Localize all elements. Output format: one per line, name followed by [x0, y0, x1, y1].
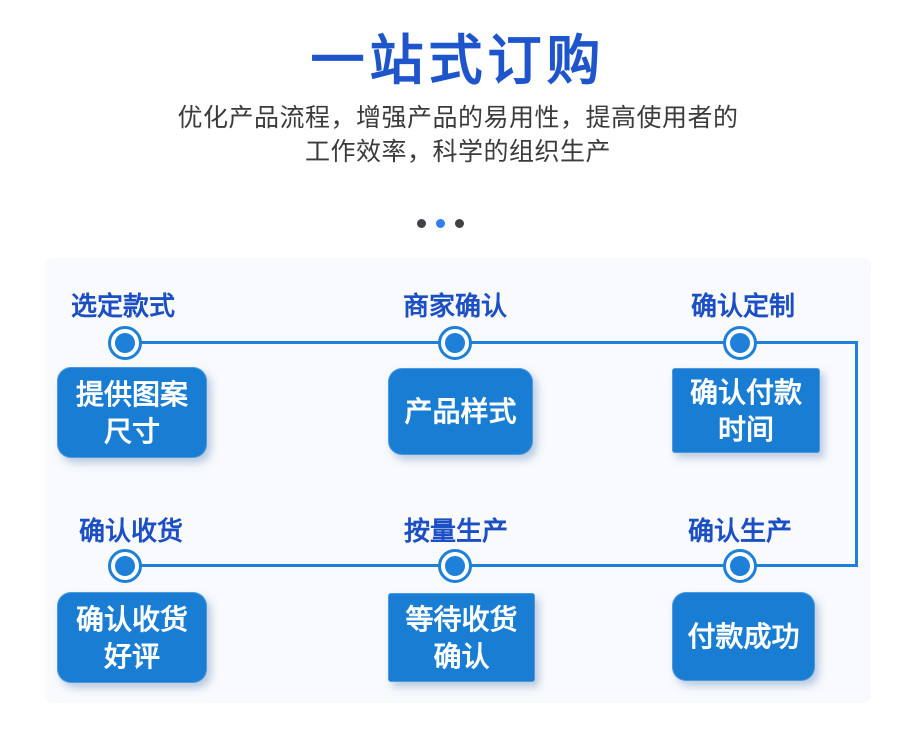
step-4-box: 确认收货 好评 [57, 592, 207, 683]
step-1-node-dot [115, 333, 135, 353]
step-4-node-dot [115, 556, 135, 576]
step-5-box: 等待收货 确认 [388, 593, 535, 682]
step-3-node-dot [730, 333, 750, 353]
separator-dot-icon [455, 219, 464, 228]
timeline-line-row2 [125, 564, 858, 567]
separator-dot-icon [417, 219, 426, 228]
timeline-line-row1 [125, 341, 858, 344]
step-6-timeline-node [723, 549, 757, 583]
step-4-label: 确认收货 [78, 516, 184, 546]
step-1-box: 提供图案 尺寸 [57, 367, 207, 458]
step-3-label: 确认定制 [690, 291, 796, 321]
step-5-label: 按量生产 [403, 516, 509, 546]
step-6-box: 付款成功 [672, 592, 815, 681]
page-subtitle: 优化产品流程，增强产品的易用性，提高使用者的 工作效率，科学的组织生产 [177, 104, 739, 166]
step-5-timeline-node [438, 549, 472, 583]
step-6-label: 确认生产 [687, 516, 793, 546]
step-2-timeline-node [438, 326, 472, 360]
step-2-node-dot [445, 333, 465, 353]
step-2-box: 产品样式 [388, 368, 533, 455]
step-1-label: 选定款式 [70, 291, 176, 321]
separator-dot-icon [436, 219, 445, 228]
step-2-label: 商家确认 [402, 291, 508, 321]
dots-separator [417, 219, 464, 228]
step-6-node-dot [730, 556, 750, 576]
step-1-timeline-node [108, 326, 142, 360]
step-4-timeline-node [108, 549, 142, 583]
timeline-corner-line [855, 341, 858, 567]
step-5-node-dot [445, 556, 465, 576]
page-title: 一站式订购 [310, 31, 606, 91]
step-3-timeline-node [723, 326, 757, 360]
step-3-box: 确认付款 时间 [672, 368, 820, 453]
